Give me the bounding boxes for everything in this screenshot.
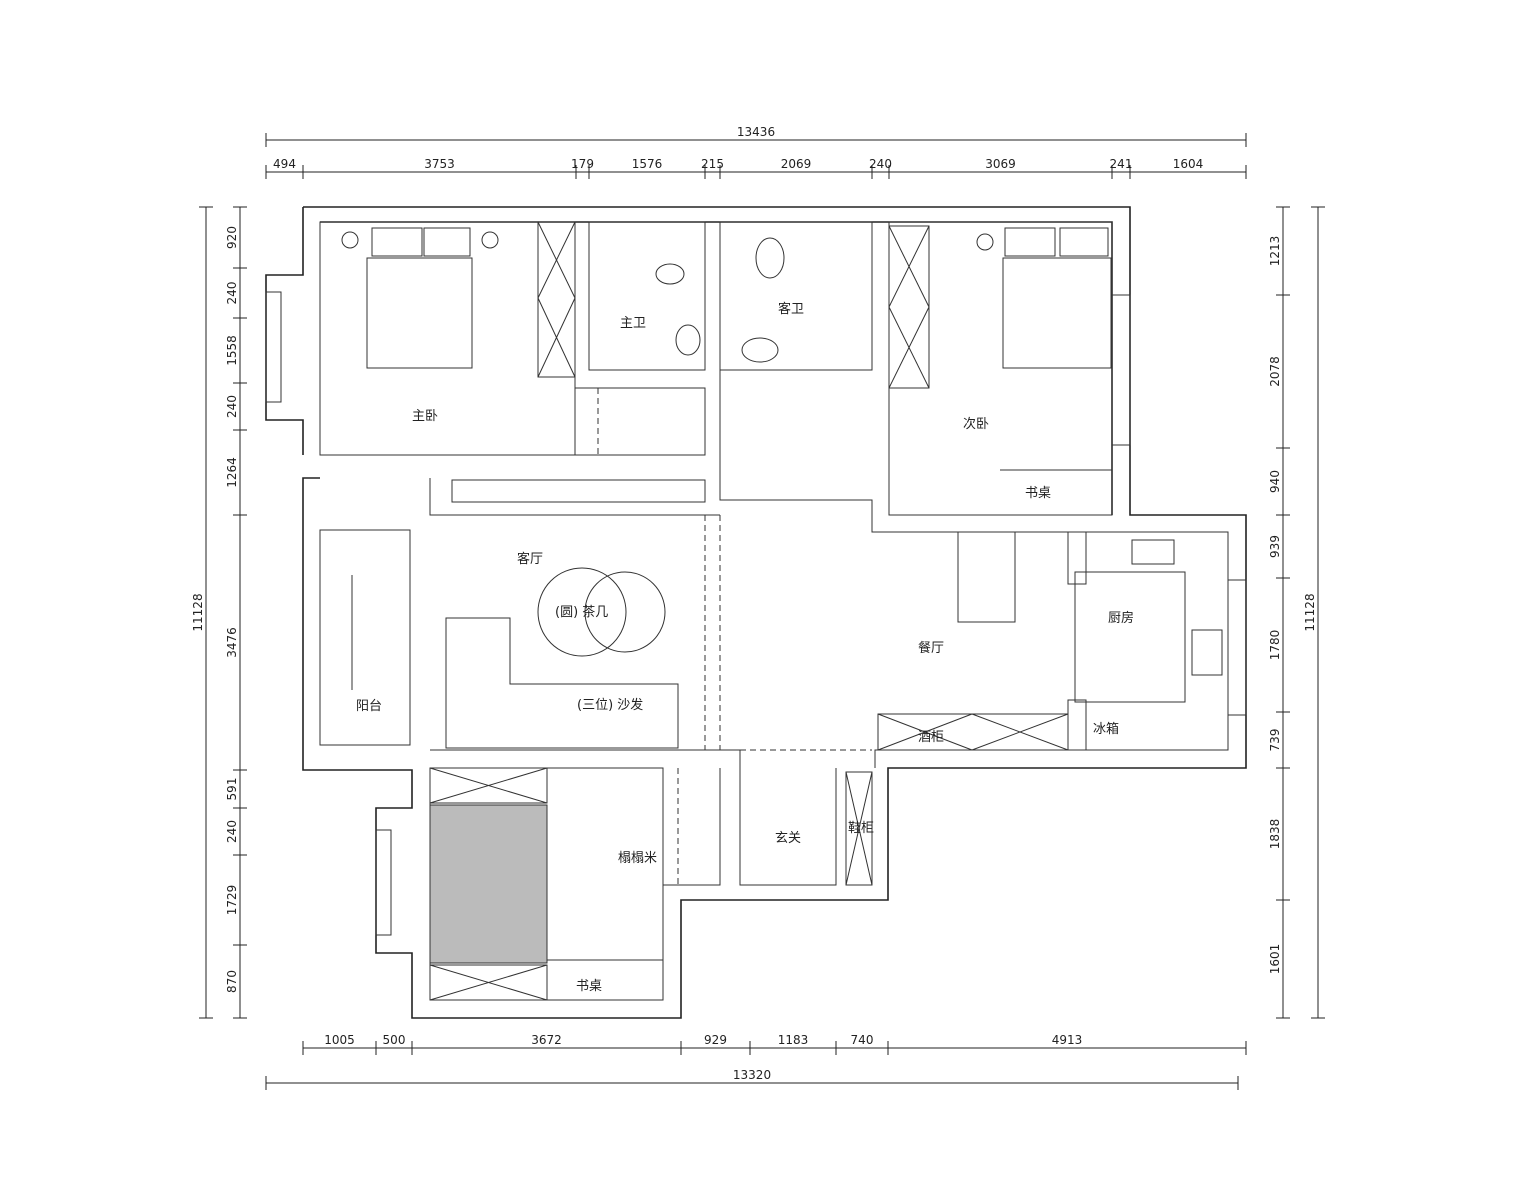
dim-left-total-label: 11128 <box>191 593 205 631</box>
dim-top-label: 3753 <box>424 157 455 171</box>
label-shoe-cabinet: 鞋柜 <box>848 820 874 836</box>
dim-top-label: 494 <box>273 157 296 171</box>
dim-top-label: 3069 <box>985 157 1016 171</box>
dim-top-label: 179 <box>571 157 594 171</box>
label-fridge: 冰箱 <box>1093 721 1119 737</box>
dim-left-label: 240 <box>225 395 239 418</box>
dim-right-label: 1838 <box>1268 819 1282 850</box>
dim-top-total-label: 13436 <box>737 125 775 139</box>
dim-right-label: 939 <box>1268 535 1282 558</box>
dim-bottom-label: 929 <box>704 1033 727 1047</box>
label-desk-1: 书桌 <box>1025 486 1051 501</box>
dim-bottom-label: 500 <box>383 1033 406 1047</box>
dim-right-label: 739 <box>1268 729 1282 752</box>
shoe-cabinet <box>845 771 873 886</box>
dim-bottom-label: 1005 <box>324 1033 355 1047</box>
master-bed <box>366 257 473 369</box>
dim-bottom-label: 4913 <box>1052 1033 1083 1047</box>
dim-bottom-label: 3672 <box>531 1033 562 1047</box>
dim-left-label: 591 <box>225 778 239 801</box>
label-coffee-table: (圆) 茶几 <box>555 604 608 620</box>
label-wine-cabinet: 酒柜 <box>918 730 944 745</box>
dim-left-label: 1558 <box>225 335 239 366</box>
dim-top-label: 240 <box>869 157 892 171</box>
label-guest-bath: 客卫 <box>778 301 804 317</box>
dim-right-label: 2078 <box>1268 356 1282 387</box>
dim-left-label: 870 <box>225 970 239 993</box>
dimension-lines: 13436 494 3753 179 1576 215 2069 240 3069 241 1604… <box>191 125 1325 1090</box>
label-master-bath: 主卫 <box>620 316 646 331</box>
wardrobe <box>537 221 576 378</box>
dining-table <box>957 531 1016 623</box>
dim-right-label: 1213 <box>1268 236 1282 267</box>
dim-left-label: 1264 <box>225 457 239 488</box>
wine-cabinet <box>877 713 1069 751</box>
dim-top-label: 215 <box>701 157 724 171</box>
dim-left-label: 920 <box>225 226 239 249</box>
wardrobe-2 <box>888 225 930 389</box>
dim-top-label: 241 <box>1110 157 1133 171</box>
label-entrance: 玄关 <box>775 831 801 846</box>
dim-left-label: 240 <box>225 282 239 305</box>
label-tatami: 榻榻米 <box>618 851 657 866</box>
dim-top-label: 1604 <box>1173 157 1204 171</box>
dim-right-total-label: 11128 <box>1303 593 1317 631</box>
sofa <box>445 617 679 749</box>
dim-left-label: 1729 <box>225 885 239 916</box>
label-balcony: 阳台 <box>356 699 382 714</box>
dim-bottom-label: 1183 <box>778 1033 809 1047</box>
dim-bottom-label: 740 <box>851 1033 874 1047</box>
label-living-room: 客厅 <box>517 551 543 567</box>
label-dining-room: 餐厅 <box>918 640 944 656</box>
coffee-table <box>537 567 627 657</box>
room-labels: 主卧 主卫 客卫 次卧 书桌 客厅 餐厅 厨房 阳台 榻榻米 玄关 酒柜 冰箱 … <box>356 301 1134 994</box>
tatami-platform <box>429 804 548 964</box>
label-kitchen: 厨房 <box>1108 610 1134 626</box>
dim-bottom-total-label: 13320 <box>733 1068 771 1082</box>
dim-right-label: 940 <box>1268 470 1282 493</box>
label-desk-2: 书桌 <box>576 979 602 994</box>
furniture <box>341 221 1223 1001</box>
dim-right-label: 1601 <box>1268 944 1282 975</box>
dim-top-label: 1576 <box>632 157 663 171</box>
dim-top-label: 2069 <box>781 157 812 171</box>
tv-cabinet <box>451 479 706 503</box>
walls <box>265 206 1247 1019</box>
label-second-bedroom: 次卧 <box>963 416 989 432</box>
label-sofa: (三位) 沙发 <box>577 697 643 713</box>
dim-right-label: 1780 <box>1268 630 1282 661</box>
dim-left-label: 240 <box>225 820 239 843</box>
dim-left-label: 3476 <box>225 627 239 658</box>
label-master-bedroom: 主卧 <box>412 409 438 424</box>
second-bed <box>1002 257 1112 369</box>
